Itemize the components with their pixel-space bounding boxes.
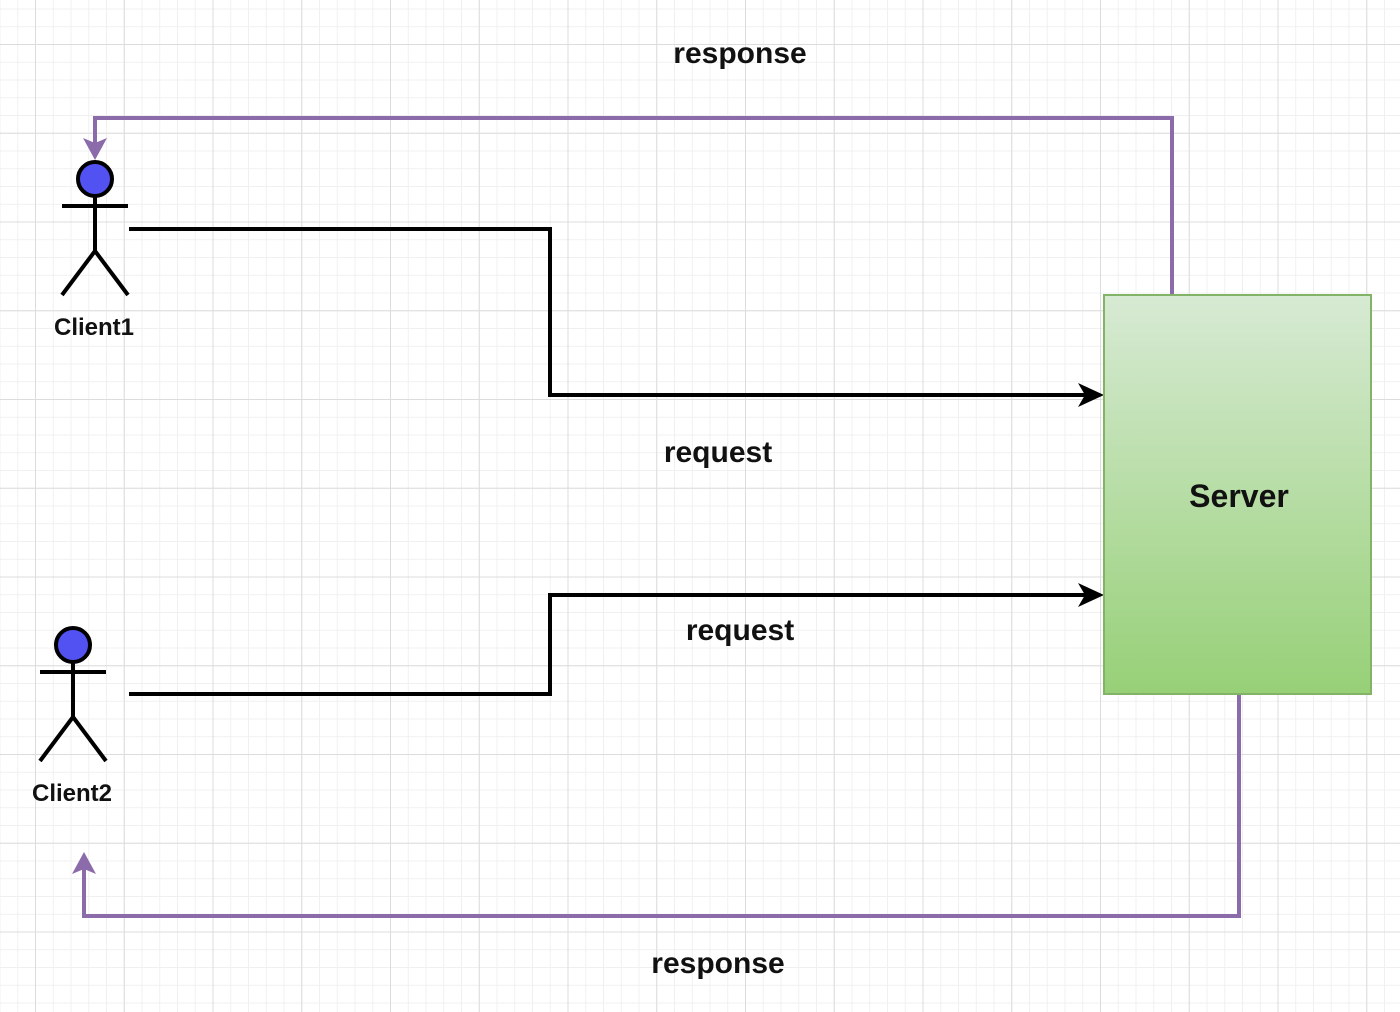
- actor-right-leg: [93, 249, 130, 297]
- actor-icon[interactable]: [38, 626, 108, 763]
- actor-left-leg: [60, 249, 97, 297]
- edge-request-from-client2-arrowhead: [1078, 583, 1104, 607]
- edge-label-request-client2: request: [686, 614, 794, 647]
- server-label: Server: [1189, 478, 1289, 514]
- edge-response-to-client2-arrowhead: [72, 852, 96, 874]
- actor-icon[interactable]: [60, 160, 130, 297]
- client2-label: Client2: [32, 780, 112, 807]
- edge-response-to-client1-arrowhead: [83, 138, 107, 160]
- actor-left-leg: [38, 715, 75, 763]
- edge-response-to-client2-line[interactable]: [82, 695, 1241, 918]
- actor-right-leg: [71, 715, 108, 763]
- edge-request-from-client1-arrowhead: [1078, 383, 1104, 407]
- client1-label: Client1: [54, 314, 134, 341]
- edge-response-to-client1[interactable]: [83, 116, 1174, 294]
- server-node[interactable]: Server: [1103, 294, 1372, 695]
- actor-head: [54, 626, 92, 664]
- server-box[interactable]: [1103, 294, 1372, 695]
- edge-response-to-client2[interactable]: [72, 695, 1241, 918]
- edge-label-response-top: response: [673, 37, 806, 70]
- edge-label-request-client1: request: [664, 436, 772, 469]
- edge-response-to-client1-line[interactable]: [93, 116, 1174, 294]
- edge-request-from-client2[interactable]: [129, 583, 1104, 696]
- edge-request-from-client2-line[interactable]: [129, 593, 1086, 696]
- client1-actor[interactable]: Client1: [54, 160, 134, 341]
- edge-request-from-client1-line[interactable]: [129, 227, 1086, 397]
- client2-actor[interactable]: Client2: [32, 626, 112, 807]
- edge-request-from-client1[interactable]: [129, 227, 1104, 407]
- edge-label-response-bottom: response: [651, 947, 784, 980]
- actor-head: [76, 160, 114, 198]
